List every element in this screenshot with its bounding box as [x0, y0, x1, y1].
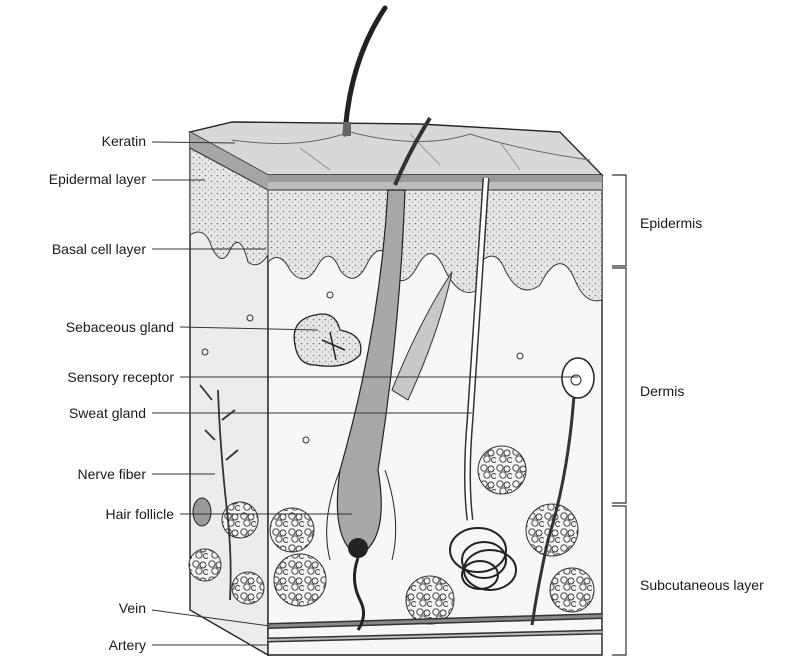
label-artery: Artery	[109, 637, 146, 653]
dermis-bracket	[612, 268, 626, 503]
region-brackets	[612, 175, 626, 655]
label-vein: Vein	[119, 600, 146, 616]
epidermis-bracket	[612, 175, 626, 266]
label-sensory-receptor: Sensory receptor	[67, 369, 174, 385]
label-keratin: Keratin	[102, 133, 146, 149]
sensory-receptor-body	[562, 358, 594, 398]
skin-block	[189, 8, 602, 655]
subcutaneous-bracket	[612, 506, 626, 655]
label-dermis: Dermis	[640, 383, 684, 399]
label-basal-cell-layer: Basal cell layer	[52, 241, 146, 257]
structure-labels: Keratin Epidermal layer Basal cell layer…	[49, 133, 175, 653]
keratin-band	[268, 175, 602, 182]
hair-shaft	[345, 8, 385, 134]
label-subcutaneous-layer: Subcutaneous layer	[640, 577, 764, 593]
label-epidermis: Epidermis	[640, 215, 702, 231]
label-epidermal-layer: Epidermal layer	[49, 171, 147, 187]
epidermal-band	[268, 182, 602, 190]
region-labels: Epidermis Dermis Subcutaneous layer	[640, 215, 764, 593]
label-hair-follicle: Hair follicle	[106, 506, 175, 522]
label-sweat-gland: Sweat gland	[69, 405, 146, 421]
label-sebaceous-gland: Sebaceous gland	[66, 319, 174, 335]
label-nerve-fiber: Nerve fiber	[78, 466, 147, 482]
